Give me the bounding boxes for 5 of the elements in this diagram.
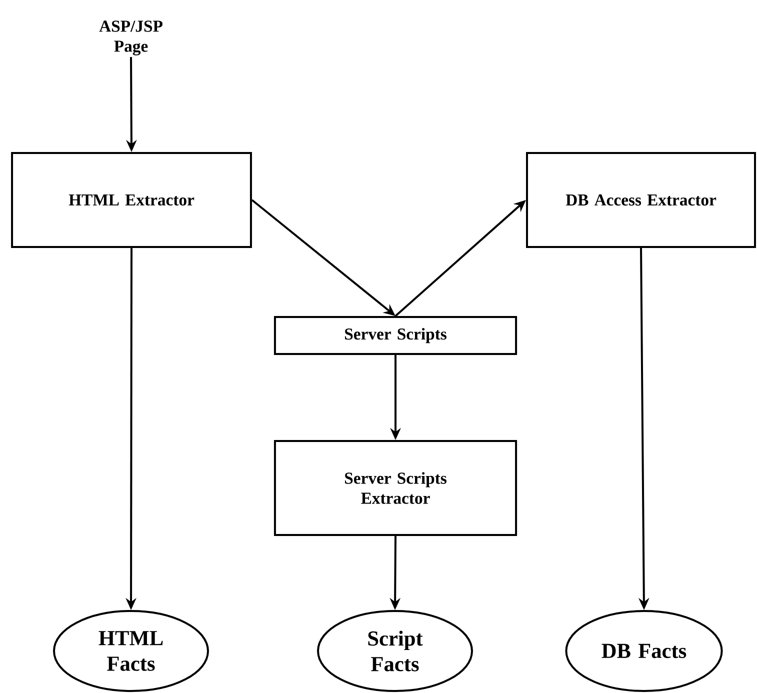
process-box: Server Scripts Extractor: [274, 440, 518, 536]
process-box: Server Scripts: [274, 316, 518, 356]
process-box: DB Access Extractor: [526, 152, 756, 248]
source-label: ASP/JSP Page: [99, 20, 162, 56]
process-box: HTML Extractor: [11, 152, 252, 248]
